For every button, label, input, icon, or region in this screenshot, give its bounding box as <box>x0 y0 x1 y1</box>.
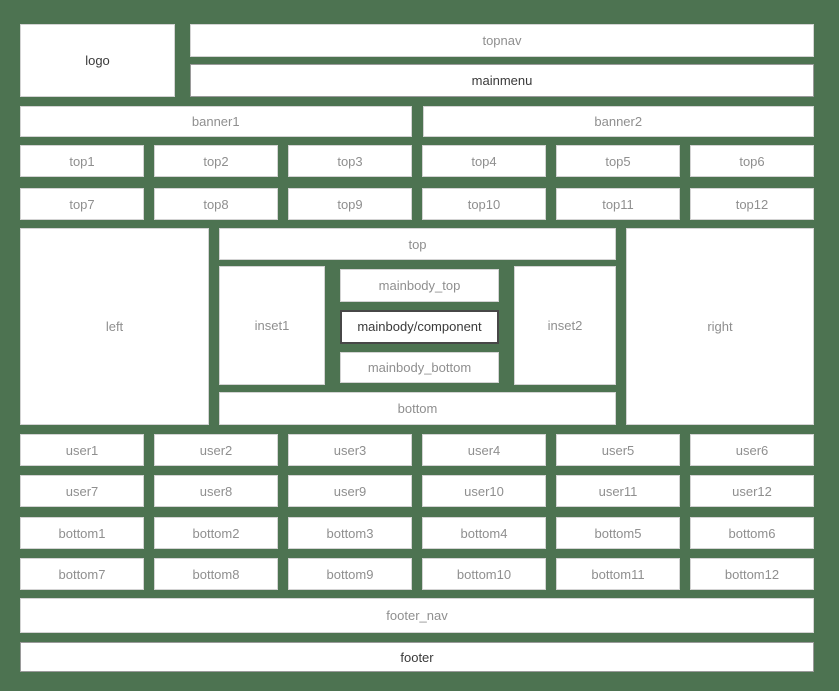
position-user8: user8 <box>154 475 278 507</box>
header-row: logo topnav mainmenu <box>20 24 814 97</box>
bottom-positions-grid: bottom1 bottom2 bottom3 bottom4 bottom5 … <box>20 517 814 590</box>
position-user1: user1 <box>20 434 144 466</box>
position-top11: top11 <box>556 188 680 220</box>
mainbody-stack: mainbody_top mainbody/component mainbody… <box>340 266 499 385</box>
center-band: inset1 mainbody_top mainbody/component m… <box>219 266 616 385</box>
header-right-column: topnav mainmenu <box>190 24 814 97</box>
position-bottom4: bottom4 <box>422 517 546 549</box>
position-top8: top8 <box>154 188 278 220</box>
position-footer-nav: footer_nav <box>20 598 814 633</box>
position-bottom6: bottom6 <box>690 517 814 549</box>
position-bottom11: bottom11 <box>556 558 680 590</box>
position-user10: user10 <box>422 475 546 507</box>
position-bottom3: bottom3 <box>288 517 412 549</box>
position-banner1: banner1 <box>20 106 412 137</box>
position-user11: user11 <box>556 475 680 507</box>
position-top10: top10 <box>422 188 546 220</box>
position-logo: logo <box>20 24 175 97</box>
position-topnav: topnav <box>190 24 814 57</box>
position-bottom2: bottom2 <box>154 517 278 549</box>
position-left: left <box>20 228 209 425</box>
position-bottom9: bottom9 <box>288 558 412 590</box>
position-user2: user2 <box>154 434 278 466</box>
position-top1: top1 <box>20 145 144 177</box>
position-bottom5: bottom5 <box>556 517 680 549</box>
position-user4: user4 <box>422 434 546 466</box>
position-user6: user6 <box>690 434 814 466</box>
position-bottom12: bottom12 <box>690 558 814 590</box>
user-positions-grid: user1 user2 user3 user4 user5 user6 user… <box>20 434 814 507</box>
position-bottom8: bottom8 <box>154 558 278 590</box>
position-bottom1: bottom1 <box>20 517 144 549</box>
position-right: right <box>626 228 814 425</box>
position-top7: top7 <box>20 188 144 220</box>
position-user12: user12 <box>690 475 814 507</box>
banner-row: banner1 banner2 <box>20 106 814 137</box>
position-mainbody-bottom: mainbody_bottom <box>340 351 499 383</box>
position-top2: top2 <box>154 145 278 177</box>
position-top3: top3 <box>288 145 412 177</box>
position-inset2: inset2 <box>514 266 616 385</box>
middle-section: left top inset1 mainbody_top mainbody/co… <box>20 228 814 425</box>
top-positions-grid: top1 top2 top3 top4 top5 top6 top7 top8 … <box>20 145 814 220</box>
position-top12: top12 <box>690 188 814 220</box>
position-top: top <box>219 228 616 260</box>
position-inset1: inset1 <box>219 266 325 385</box>
position-top5: top5 <box>556 145 680 177</box>
position-user5: user5 <box>556 434 680 466</box>
position-mainbody-component: mainbody/component <box>340 309 499 344</box>
position-mainmenu: mainmenu <box>190 64 814 97</box>
position-top6: top6 <box>690 145 814 177</box>
position-bottom10: bottom10 <box>422 558 546 590</box>
position-top4: top4 <box>422 145 546 177</box>
position-user9: user9 <box>288 475 412 507</box>
position-bottom7: bottom7 <box>20 558 144 590</box>
position-user7: user7 <box>20 475 144 507</box>
position-bottom: bottom <box>219 392 616 425</box>
position-footer: footer <box>20 642 814 672</box>
position-user3: user3 <box>288 434 412 466</box>
position-top9: top9 <box>288 188 412 220</box>
center-column: top inset1 mainbody_top mainbody/compone… <box>219 228 616 425</box>
position-banner2: banner2 <box>422 106 814 137</box>
position-mainbody-top: mainbody_top <box>340 268 499 302</box>
